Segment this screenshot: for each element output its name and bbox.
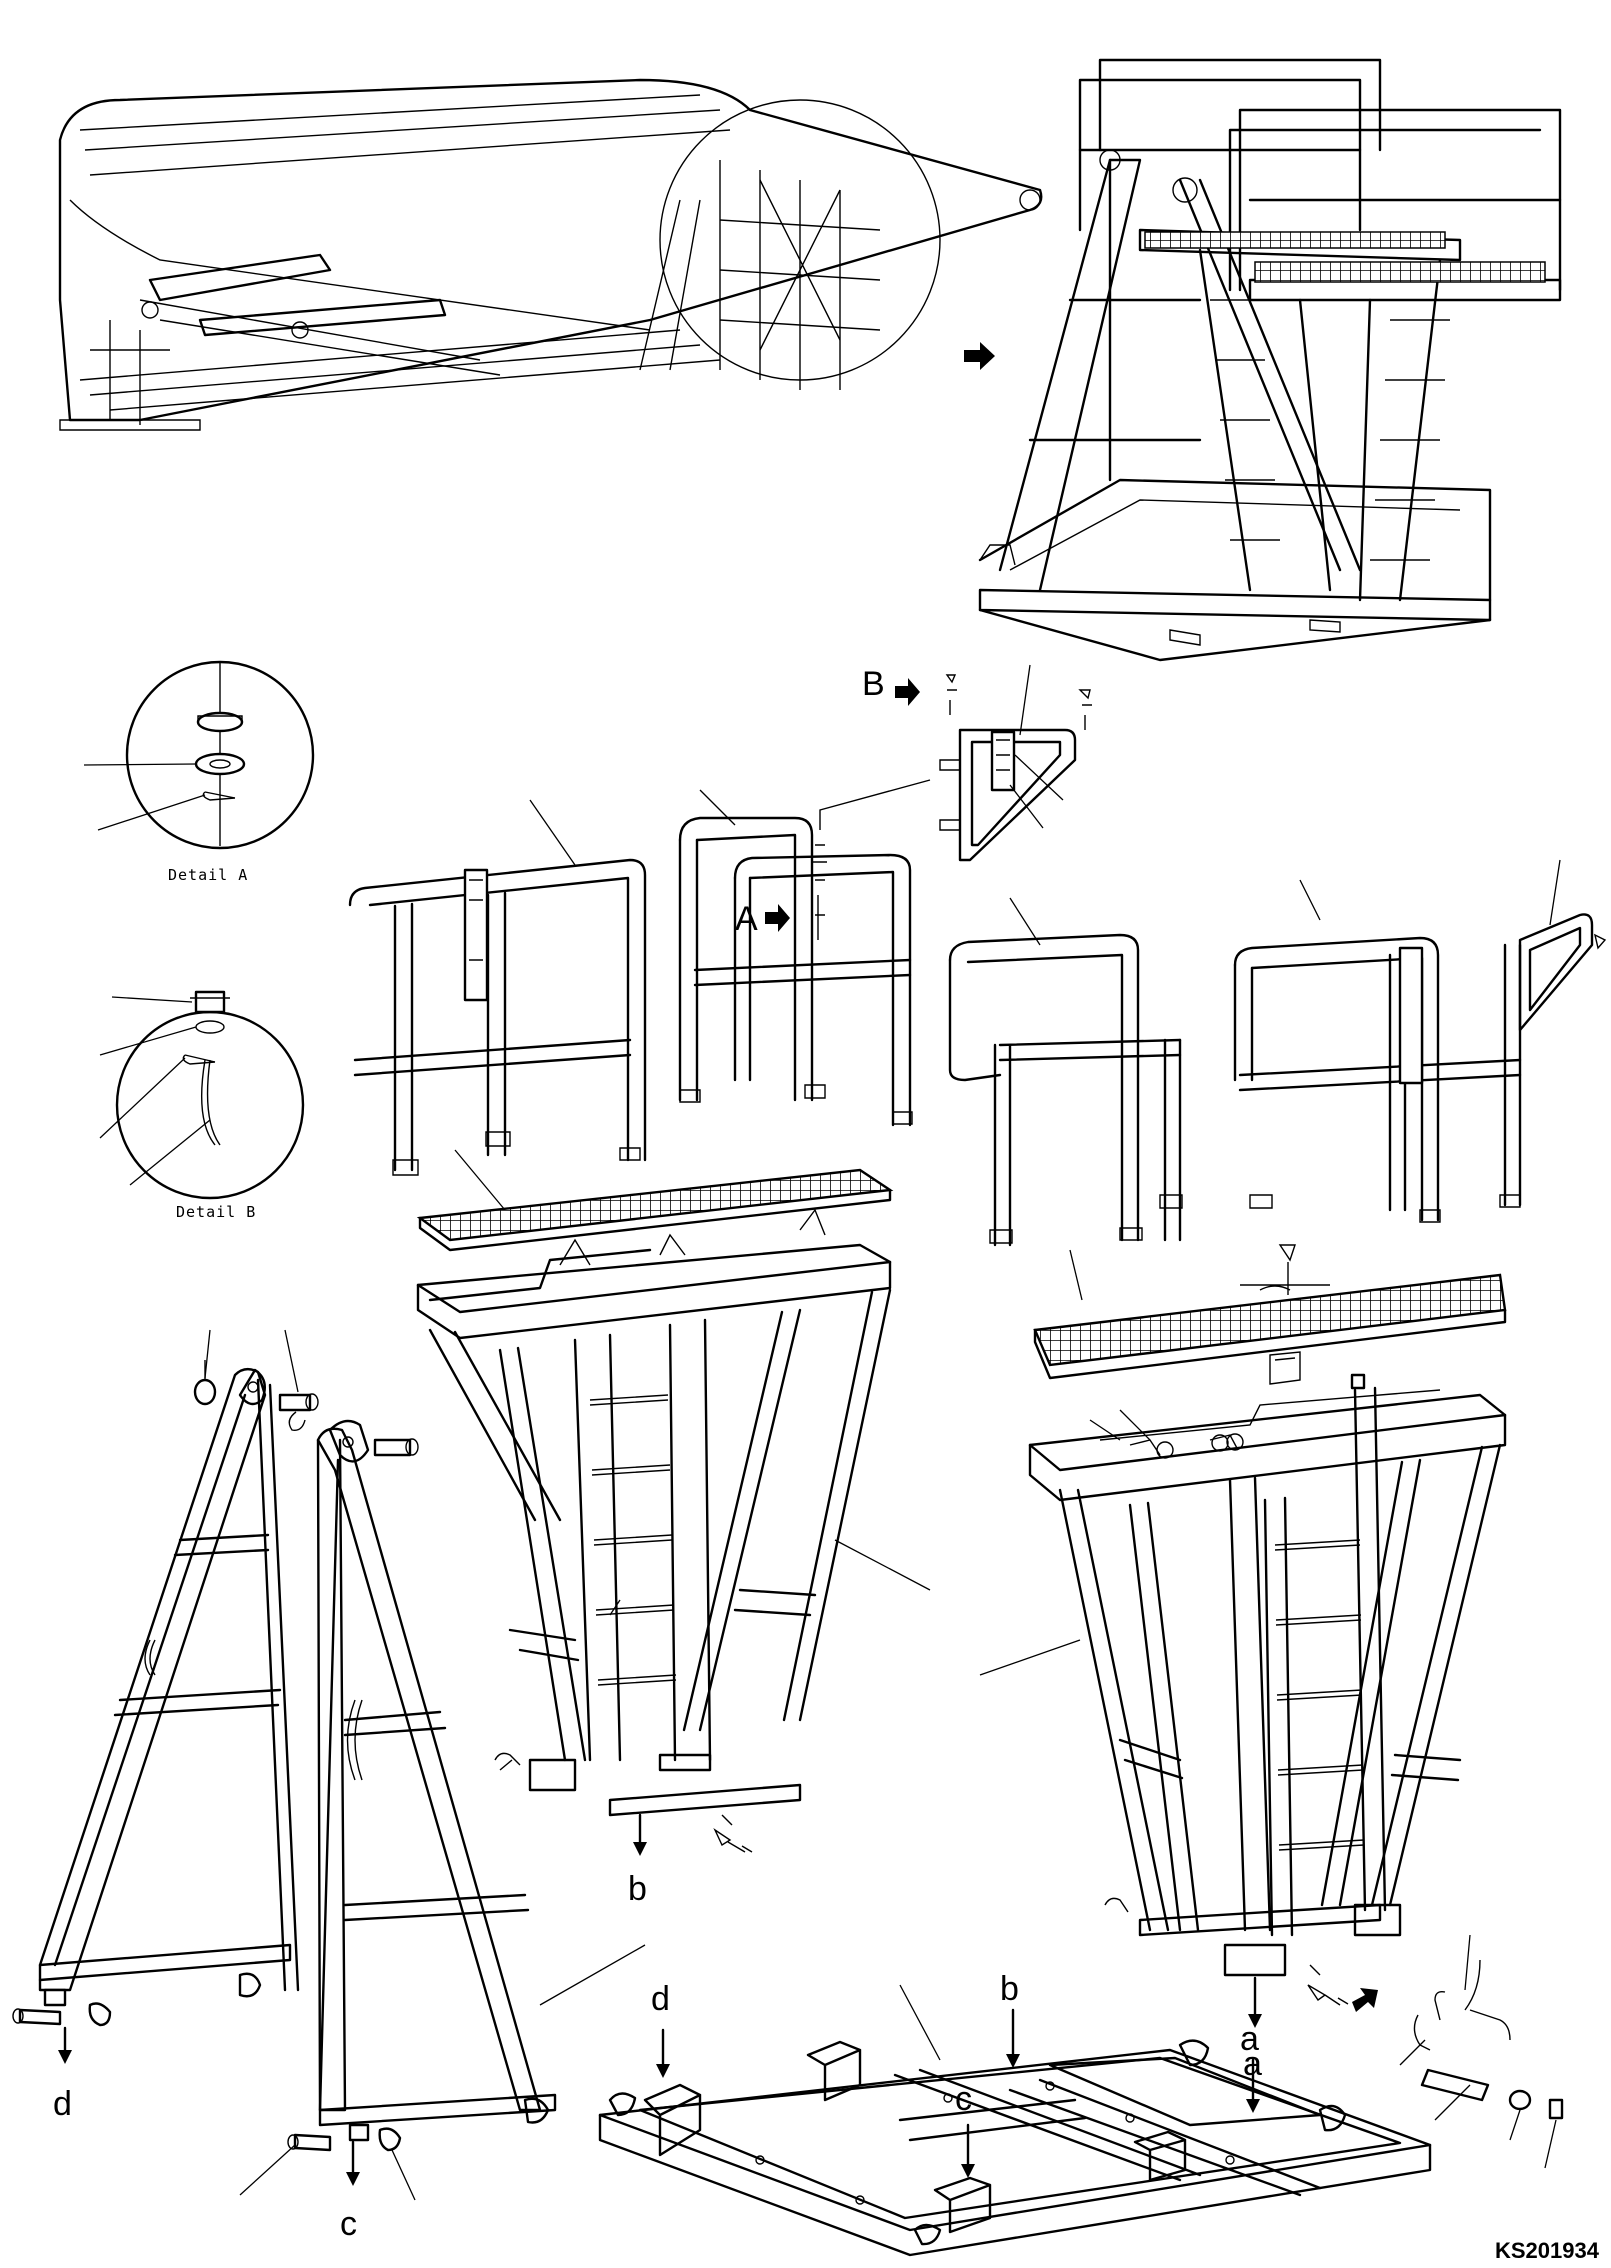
view-marker-b: B xyxy=(862,665,920,706)
connection-label-b1: b xyxy=(628,1870,647,1908)
detail-a: Detail A xyxy=(83,660,315,884)
detail-a-caption: Detail A xyxy=(168,866,248,884)
connection-label-d1: d xyxy=(53,2085,72,2123)
arrow-icon xyxy=(765,904,790,932)
a-frame-middle xyxy=(239,1419,646,2201)
platform-overview xyxy=(978,58,1562,662)
view-marker-b-letter: B xyxy=(862,665,885,703)
railing-left-rear xyxy=(348,799,647,1176)
boom-overview xyxy=(58,78,1043,431)
connection-label-d2: d xyxy=(651,1980,670,2018)
connection-label-a2: a xyxy=(1240,2020,1259,2058)
arrow-icon xyxy=(964,342,995,370)
connection-label-b2: b xyxy=(1000,1970,1019,2008)
platform-frame-right xyxy=(979,1373,1507,1977)
view-marker-a: A xyxy=(735,900,790,938)
connection-label-c2: c xyxy=(955,2080,972,2118)
grating-left xyxy=(416,1149,894,1252)
platform-frame-left xyxy=(416,1208,931,1817)
detail-b: Detail B xyxy=(99,990,305,1221)
arrow-icon xyxy=(895,678,920,706)
grating-right xyxy=(1033,1244,1507,1385)
railing-right-front xyxy=(948,897,1183,1247)
pin-assembly-right xyxy=(1352,1934,1564,2169)
view-marker-a-letter: A xyxy=(735,900,758,938)
base-connection-markers: d b c a xyxy=(651,1970,1260,2178)
arrow-icon xyxy=(1352,1988,1378,2012)
railing-right-rear xyxy=(1233,859,1607,1223)
railing-middle-rear xyxy=(678,789,913,1127)
drawing-code: KS201934 xyxy=(1495,2238,1600,2263)
connection-c-left: c xyxy=(340,2140,360,2243)
connection-label-c1: c xyxy=(340,2205,357,2243)
connection-b-left: b xyxy=(628,1813,753,1908)
base-frame xyxy=(598,1984,1432,2257)
connection-d-left: d xyxy=(53,2026,72,2123)
detail-b-caption: Detail B xyxy=(176,1203,256,1221)
gate-assembly-upper xyxy=(819,664,1092,862)
a-frame-left xyxy=(12,1329,319,2027)
